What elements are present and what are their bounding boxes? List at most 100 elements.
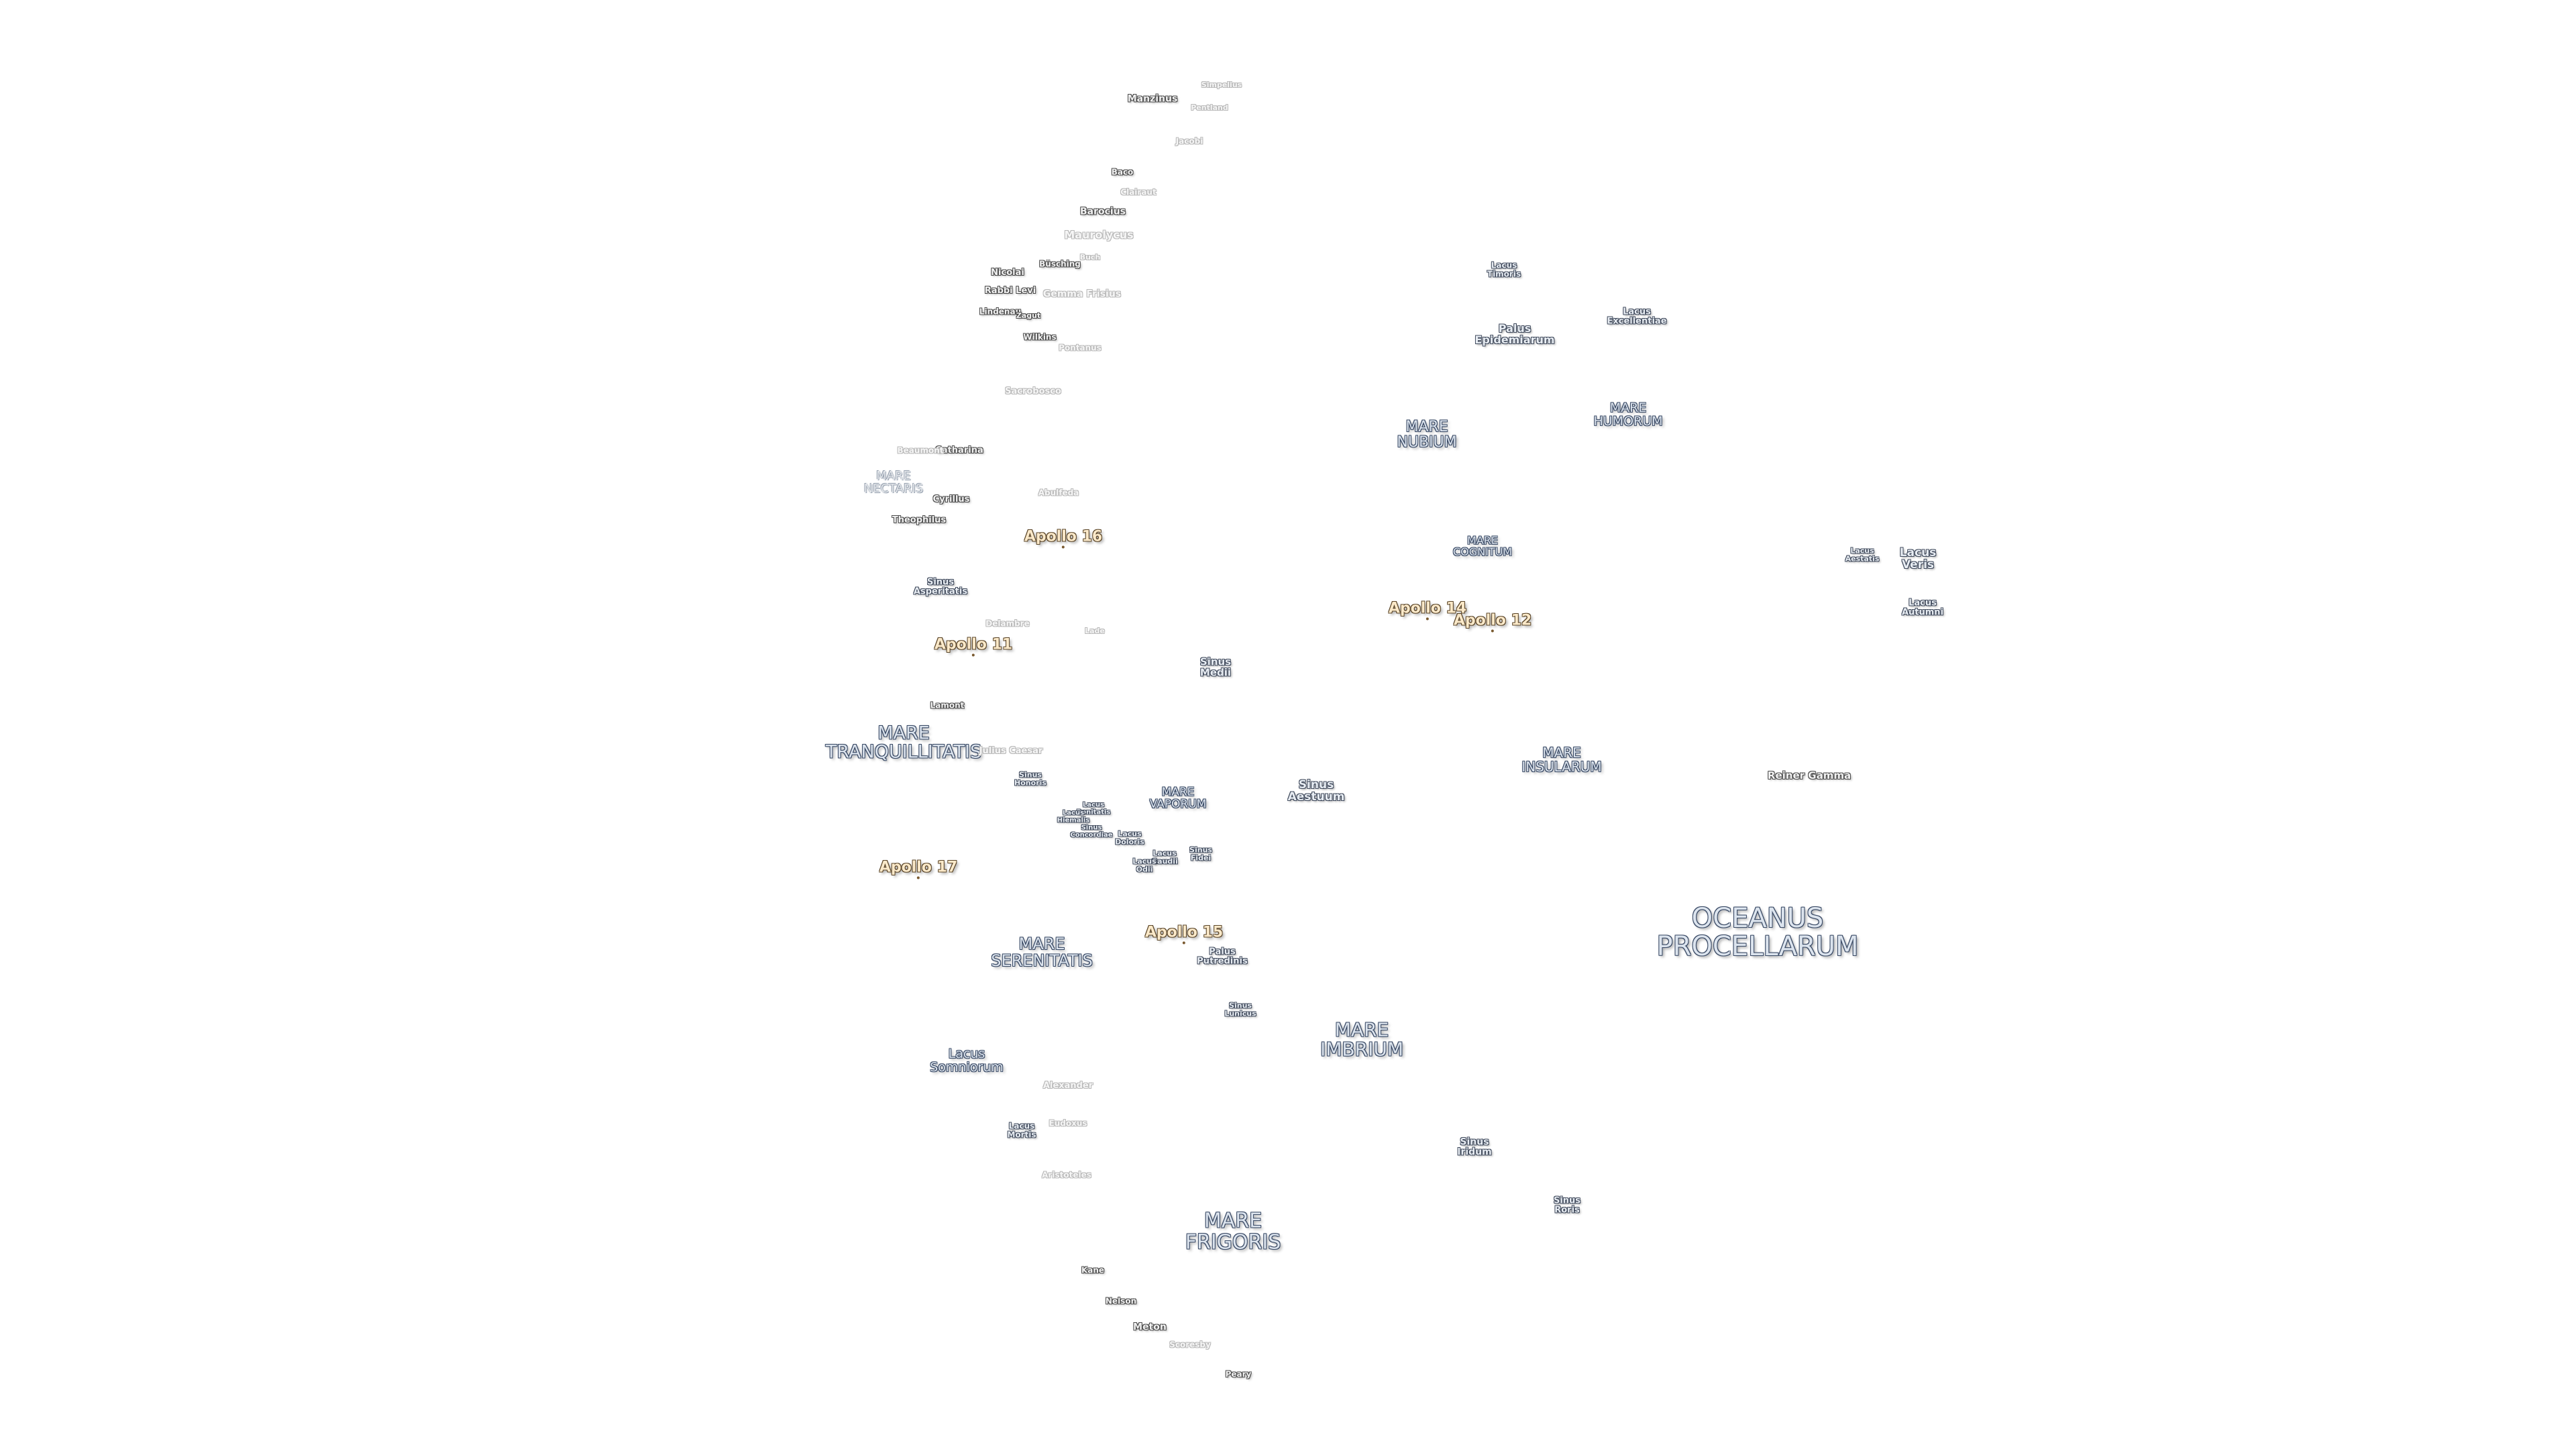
label-lamont[interactable]: Lamont xyxy=(930,702,965,710)
label-text: Aestuum xyxy=(1287,790,1345,804)
label-peary[interactable]: Peary xyxy=(1226,1371,1252,1379)
label-text: OCEANUS xyxy=(1691,903,1824,934)
label-text: Julius Caesar xyxy=(979,746,1043,757)
label-text: Buch xyxy=(1079,253,1101,262)
label-meton[interactable]: Meton xyxy=(1133,1322,1167,1333)
label-scoresby[interactable]: Scoresby xyxy=(1169,1341,1211,1350)
label-text: Zagut xyxy=(1016,311,1041,321)
label-wilkins[interactable]: Wilkins xyxy=(1023,333,1056,342)
label-text: Apollo 14 xyxy=(1388,600,1467,617)
label-pontanus[interactable]: Pontanus xyxy=(1059,344,1102,353)
label-reiner-gamma[interactable]: Reiner Gamma xyxy=(1768,770,1851,782)
label-clairaut[interactable]: Clairaut xyxy=(1120,189,1156,197)
label-apollo-15[interactable]: Apollo 15 xyxy=(1145,924,1223,945)
label-text: COGNITUM xyxy=(1452,545,1513,558)
label-jacobi[interactable]: Jacobi xyxy=(1176,138,1203,146)
label-kane[interactable]: Kane xyxy=(1081,1267,1104,1275)
label-zagut[interactable]: Zagut xyxy=(1016,312,1040,320)
label-busching[interactable]: Büsching xyxy=(1039,260,1081,269)
label-gemma-frisius[interactable]: Gemma Frisius xyxy=(1043,289,1121,300)
label-aristoteles[interactable]: Aristoteles xyxy=(1042,1171,1091,1180)
label-abulfeda[interactable]: Abulfeda xyxy=(1038,489,1079,498)
label-alexander[interactable]: Alexander xyxy=(1043,1081,1093,1091)
label-sacrobosco[interactable]: Sacrobosco xyxy=(1005,387,1061,396)
label-pentland[interactable]: Pentland xyxy=(1191,104,1228,112)
label-catharina[interactable]: Catharina xyxy=(935,446,983,455)
label-apollo-11[interactable]: Apollo 11 xyxy=(934,637,1012,657)
label-text: INSULARUM xyxy=(1521,759,1602,775)
label-cyrillus[interactable]: Cyrillus xyxy=(933,495,970,504)
label-text: Nelson xyxy=(1105,1296,1137,1306)
label-apollo-12[interactable]: Apollo 12 xyxy=(1454,612,1532,633)
label-text: Autumni xyxy=(1901,607,1944,617)
label-buch[interactable]: Buch xyxy=(1080,254,1101,262)
label-text: Sinus xyxy=(1229,1001,1252,1010)
label-text: Palus xyxy=(1209,947,1236,957)
label-theophilus[interactable]: Theophilus xyxy=(892,516,946,525)
label-eudoxus[interactable]: Eudoxus xyxy=(1049,1120,1087,1128)
label-apollo-14[interactable]: Apollo 14 xyxy=(1388,600,1467,621)
label-text: Concordiae xyxy=(1070,831,1113,839)
label-julius-caesar[interactable]: Julius Caesar xyxy=(979,747,1043,756)
label-text: Fidei xyxy=(1190,853,1212,862)
label-lade[interactable]: Lade xyxy=(1085,627,1105,635)
label-delambre[interactable]: Delambre xyxy=(985,620,1029,629)
label-nicolai[interactable]: Nicolai xyxy=(991,268,1024,278)
label-apollo-16[interactable]: Apollo 16 xyxy=(1024,529,1102,549)
label-barocius[interactable]: Barocius xyxy=(1080,207,1126,217)
label-text: Jacobi xyxy=(1175,136,1203,146)
label-baco[interactable]: Baco xyxy=(1112,168,1134,177)
label-simpelius[interactable]: Simpelius xyxy=(1201,81,1242,89)
label-text: Delambre xyxy=(985,619,1030,629)
label-text: Lamont xyxy=(930,700,965,710)
label-nelson[interactable]: Nelson xyxy=(1106,1297,1136,1306)
label-manzinus[interactable]: Manzinus xyxy=(1128,94,1178,105)
label-lindenau[interactable]: Lindenau xyxy=(979,308,1021,317)
label-maurolycus[interactable]: Maurolycus xyxy=(1064,229,1133,241)
label-text: Lacus xyxy=(1850,546,1874,555)
label-apollo-17[interactable]: Apollo 17 xyxy=(879,859,957,879)
label-text: MARE xyxy=(877,722,930,744)
label-text: Lacus xyxy=(1132,857,1157,866)
label-text: Catharina xyxy=(935,445,983,456)
landing-site-marker-icon xyxy=(916,876,920,879)
label-rabbi-levi[interactable]: Rabbi Levi xyxy=(985,286,1036,296)
label-text: Veris xyxy=(1901,558,1935,572)
label-beaumont[interactable]: Beaumont xyxy=(898,447,944,455)
